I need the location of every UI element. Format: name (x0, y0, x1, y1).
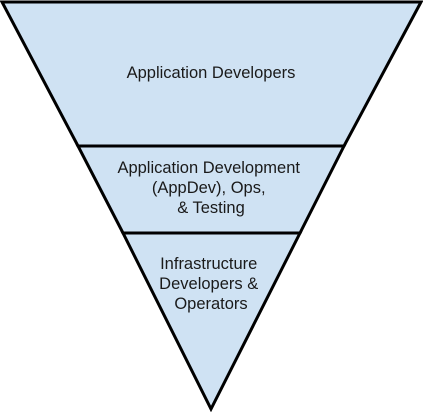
segment-bottom-line-1: Infrastructure (160, 255, 257, 273)
segment-top-label: Application Developers (127, 64, 296, 82)
segment-bottom-line-2: Developers & (159, 275, 258, 293)
segment-middle-line-2: (AppDev), Ops, (152, 179, 266, 197)
segment-bottom-line-3: Operators (174, 295, 247, 313)
segment-bottom-label: Infrastructure Developers & Operators (159, 255, 263, 313)
segment-middle-label: Application Development (AppDev), Ops, &… (117, 159, 304, 217)
segment-bottom (120, 231, 303, 412)
segment-top-line-1: Application Developers (127, 64, 296, 82)
segment-middle-line-3: & Testing (177, 199, 245, 217)
segment-middle-line-1: Application Development (117, 159, 300, 177)
